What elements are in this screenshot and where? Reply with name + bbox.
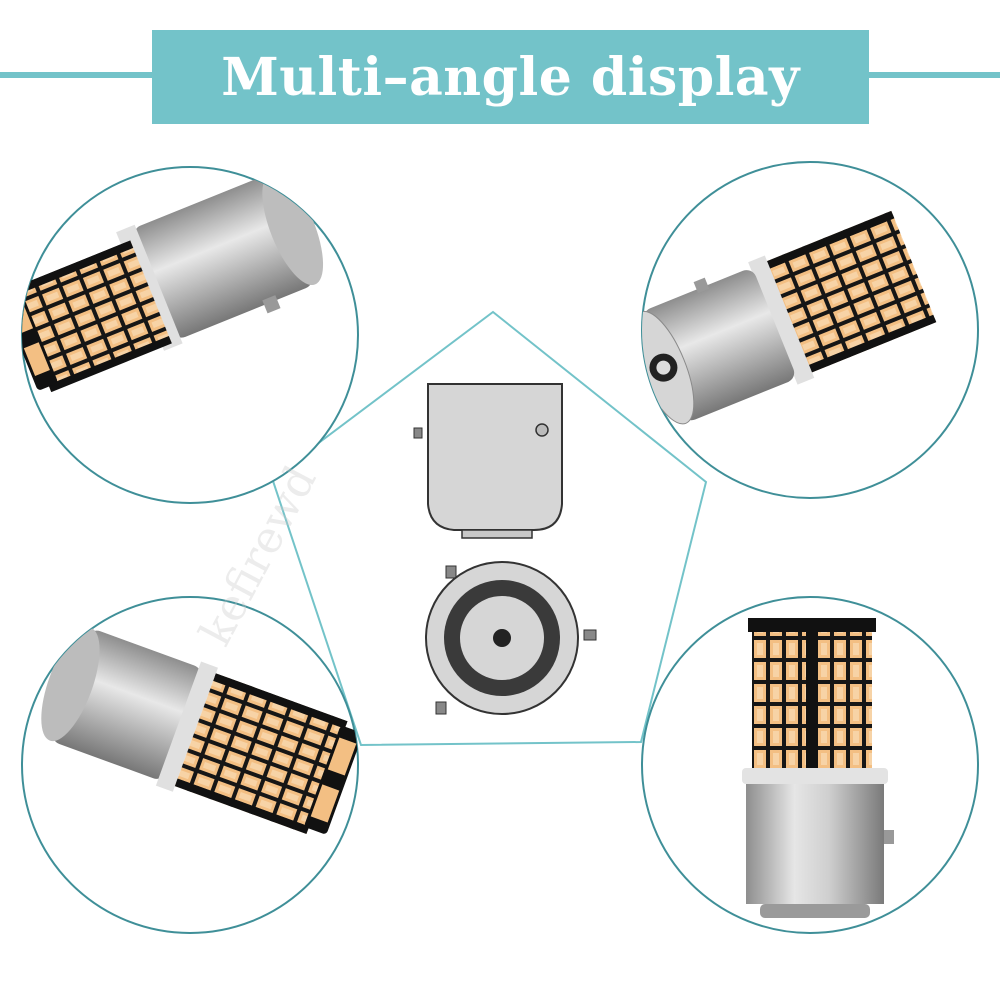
view-top-right xyxy=(641,161,979,499)
header-rule-right xyxy=(868,72,1000,78)
bulb-base-bottom-icon xyxy=(425,561,597,715)
bulb-base-side-icon xyxy=(413,383,563,539)
view-bottom-left xyxy=(21,596,359,934)
header-rule-left xyxy=(0,72,160,78)
view-top-left xyxy=(21,166,359,504)
page-title: Multi–angle display xyxy=(221,46,800,108)
title-banner: Multi–angle display xyxy=(152,30,869,124)
view-bottom-right xyxy=(641,596,979,934)
